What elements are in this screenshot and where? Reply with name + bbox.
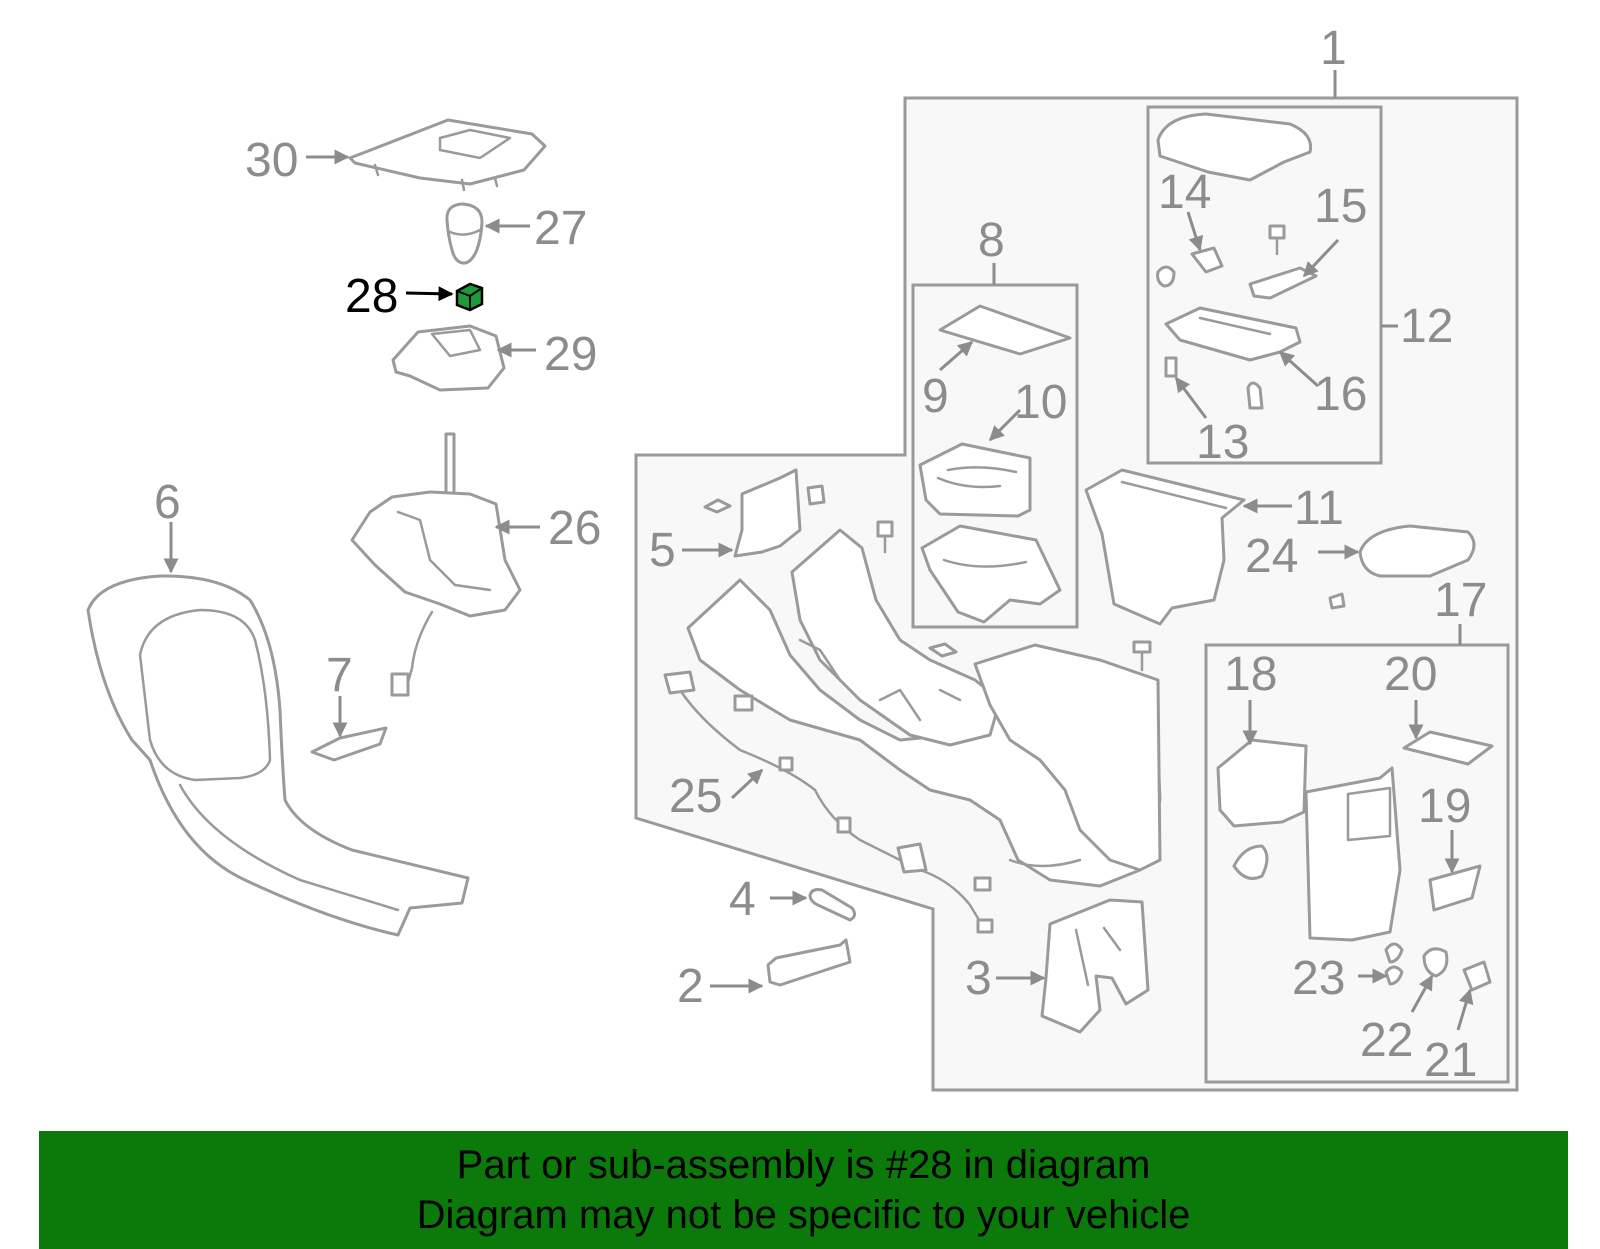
part-11-storage-bin: [1084, 468, 1246, 626]
part-28-highlighted: [455, 282, 484, 312]
banner-line-1: Part or sub-assembly is #28 in diagram: [456, 1143, 1151, 1187]
callouts: 1 2 3 4 5 6 7 8 9 10 11 12 13 14 15 16 1…: [154, 22, 1487, 1087]
callout-23: 23: [1292, 952, 1345, 1005]
part-24-lid: [1328, 524, 1476, 610]
callout-26: 26: [548, 502, 601, 555]
callout-28: 28: [345, 270, 398, 323]
leader-lines: [163, 149, 1474, 1031]
part-26-shifter-assembly: [350, 432, 522, 697]
callout-21: 21: [1424, 1034, 1477, 1087]
info-banner: Part or sub-assembly is #28 in diagram D…: [39, 1131, 1568, 1249]
part-2-bracket: [766, 938, 852, 987]
console-base: [686, 528, 1162, 888]
callout-27: 27: [534, 202, 587, 255]
callout-10: 10: [1014, 376, 1067, 429]
part-12-armrest: [1156, 112, 1313, 182]
part-21-plug: [1462, 960, 1492, 992]
banner-line-2: Diagram may not be specific to your vehi…: [416, 1193, 1191, 1237]
part-13-screw: [1164, 356, 1264, 410]
callout-2: 2: [677, 960, 704, 1013]
console-screw: [876, 520, 894, 554]
part-10-cup-holder: [918, 442, 1062, 624]
callout-11: 11: [1294, 482, 1344, 535]
part-30-trim-plate: [348, 118, 547, 192]
callout-9: 9: [922, 370, 949, 423]
part-9-tray: [938, 304, 1072, 356]
callout-14: 14: [1158, 166, 1211, 219]
callout-7: 7: [326, 649, 353, 702]
callout-30: 30: [245, 134, 298, 187]
callout-6: 6: [154, 476, 181, 529]
callout-3: 3: [965, 952, 992, 1005]
console-bolt: [1132, 640, 1152, 672]
callout-25: 25: [669, 770, 722, 823]
part-4-bumper: [808, 888, 857, 922]
callout-5: 5: [649, 524, 676, 577]
part-18-bracket: [1216, 738, 1308, 880]
part-22-socket: [1422, 947, 1449, 978]
callout-13: 13: [1196, 416, 1249, 469]
callout-12: 12: [1400, 300, 1453, 353]
callout-8: 8: [978, 214, 1005, 267]
part-14-clip: [1156, 246, 1224, 288]
part-29-shifter-bezel: [391, 324, 506, 392]
part-3-rear-bracket: [1040, 898, 1150, 1034]
callout-17: 17: [1434, 574, 1487, 627]
callout-1: 1: [1320, 22, 1347, 75]
callout-4: 4: [729, 873, 756, 926]
callout-15: 15: [1314, 180, 1367, 233]
callout-22: 22: [1360, 1014, 1413, 1067]
part-25-wiring-harness: [663, 670, 994, 934]
callout-19: 19: [1418, 780, 1471, 833]
callout-20: 20: [1384, 648, 1437, 701]
part-23-ring: [1384, 942, 1404, 986]
part-16-hinge: [1164, 306, 1302, 362]
part-19-bezel: [1304, 766, 1482, 942]
part-27-shift-knob: [445, 202, 484, 265]
callout-29: 29: [544, 328, 597, 381]
part-6-console-trim: [86, 574, 470, 937]
callout-24: 24: [1245, 530, 1298, 583]
part-5-bracket: [703, 468, 826, 558]
part-7-bracket: [310, 726, 388, 762]
part-15-latch: [1248, 224, 1318, 300]
callout-18: 18: [1224, 648, 1277, 701]
callout-16: 16: [1314, 368, 1367, 421]
